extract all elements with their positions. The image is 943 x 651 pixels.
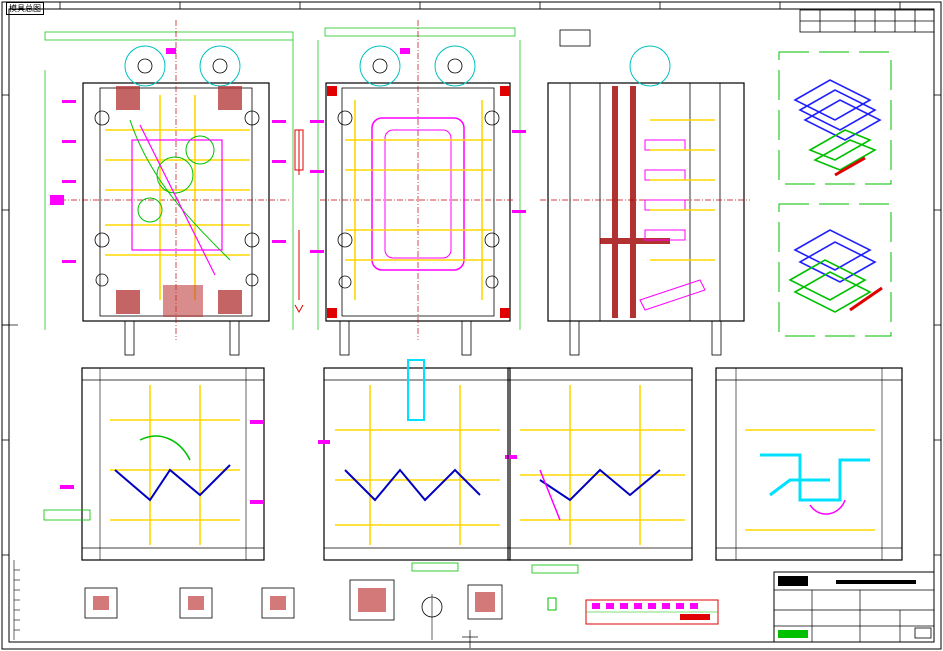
- detail-view-5: [421, 594, 443, 640]
- cooling-3d-view-upper: [778, 51, 892, 185]
- detail-view-3: [261, 587, 295, 619]
- title-block: [773, 571, 935, 643]
- detail-view-6: [467, 584, 503, 620]
- top-plan-view-moving-half: [310, 20, 526, 356]
- cooling-3d-view-lower: [778, 203, 892, 337]
- detail-views-row: [84, 579, 557, 640]
- sheet-center-marks: [2, 324, 478, 648]
- side-section-view: [540, 29, 750, 356]
- detail-view-7: [547, 597, 557, 611]
- cooling-legend-table: [585, 599, 719, 625]
- section-view-b: [318, 359, 517, 572]
- detail-view-1: [84, 587, 118, 619]
- left-scale-bar: [13, 560, 20, 640]
- section-view-d: [715, 367, 903, 561]
- section-view-c: [507, 367, 693, 574]
- detail-view-4: [349, 579, 395, 621]
- top-plan-view-fixed-half: [44, 20, 294, 356]
- detail-view-2: [179, 587, 213, 619]
- revision-strip: [799, 9, 935, 33]
- section-view-a: [43, 367, 265, 561]
- operator-side-arrows: [294, 129, 304, 314]
